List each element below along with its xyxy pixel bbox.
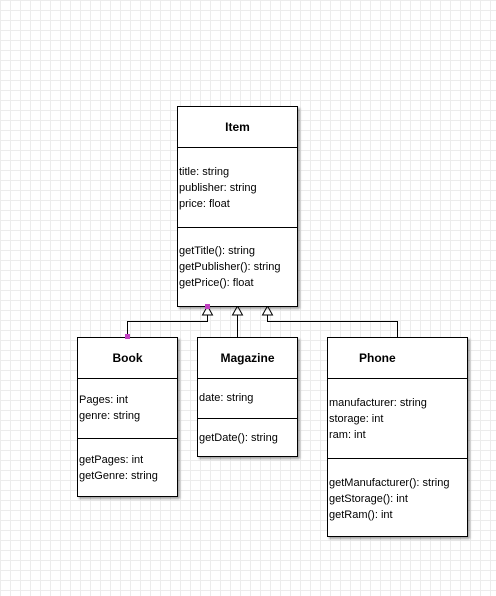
class-item[interactable]: Item title: string publisher: string pri… bbox=[177, 106, 298, 307]
method-get-date: getDate(): string bbox=[199, 432, 278, 444]
class-book[interactable]: Book Pages: int genre: string getPages: … bbox=[77, 337, 178, 497]
inheritance-arrowhead-magazine bbox=[231, 304, 244, 316]
class-magazine-attributes: date: string bbox=[198, 378, 297, 418]
class-item-methods: getTitle(): string getPublisher(): strin… bbox=[178, 227, 297, 306]
method-get-pages: getPages: int bbox=[79, 454, 144, 466]
inheritance-arrowhead-book bbox=[201, 304, 214, 316]
method-get-publisher: getPublisher(): string bbox=[179, 261, 281, 273]
connector-start-handle[interactable] bbox=[125, 334, 130, 339]
class-phone-attributes: manufacturer: string storage: int ram: i… bbox=[328, 378, 467, 458]
class-book-methods: getPages: int getGenre: string bbox=[78, 438, 177, 496]
attribute-manufacturer: manufacturer: string bbox=[329, 397, 427, 409]
attribute-price: price: float bbox=[179, 198, 230, 210]
class-phone[interactable]: Phone manufacturer: string storage: int … bbox=[327, 337, 468, 537]
book-to-item-connector[interactable] bbox=[127, 315, 208, 337]
inheritance-arrowhead-phone bbox=[261, 304, 274, 316]
attribute-date: date: string bbox=[199, 392, 254, 404]
phone-to-item-connector[interactable] bbox=[267, 315, 398, 337]
class-phone-name: Phone bbox=[359, 351, 396, 365]
class-item-attributes: title: string publisher: string price: f… bbox=[178, 147, 297, 227]
attribute-genre: genre: string bbox=[79, 410, 141, 422]
attribute-pages: Pages: int bbox=[79, 394, 128, 406]
method-get-ram: getRam(): int bbox=[329, 509, 393, 521]
method-get-genre: getGenre: string bbox=[79, 470, 158, 482]
attribute-ram: ram: int bbox=[329, 429, 366, 441]
class-item-name: Item bbox=[225, 120, 250, 134]
connector-end-handle[interactable] bbox=[205, 304, 210, 309]
attribute-publisher: publisher: string bbox=[179, 182, 257, 194]
class-magazine-methods: getDate(): string bbox=[198, 418, 297, 456]
class-book-attributes: Pages: int genre: string bbox=[78, 378, 177, 438]
class-phone-methods: getManufacturer(): string getStorage(): … bbox=[328, 458, 467, 536]
attribute-storage: storage: int bbox=[329, 413, 384, 425]
class-magazine[interactable]: Magazine date: string getDate(): string bbox=[197, 337, 298, 457]
method-get-title: getTitle(): string bbox=[179, 245, 256, 257]
attribute-title: title: string bbox=[179, 166, 230, 178]
method-get-manufacturer: getManufacturer(): string bbox=[329, 477, 450, 489]
method-get-price: getPrice(): float bbox=[179, 277, 254, 289]
class-magazine-name: Magazine bbox=[220, 351, 275, 365]
class-book-name: Book bbox=[112, 351, 143, 365]
method-get-storage: getStorage(): int bbox=[329, 493, 408, 505]
